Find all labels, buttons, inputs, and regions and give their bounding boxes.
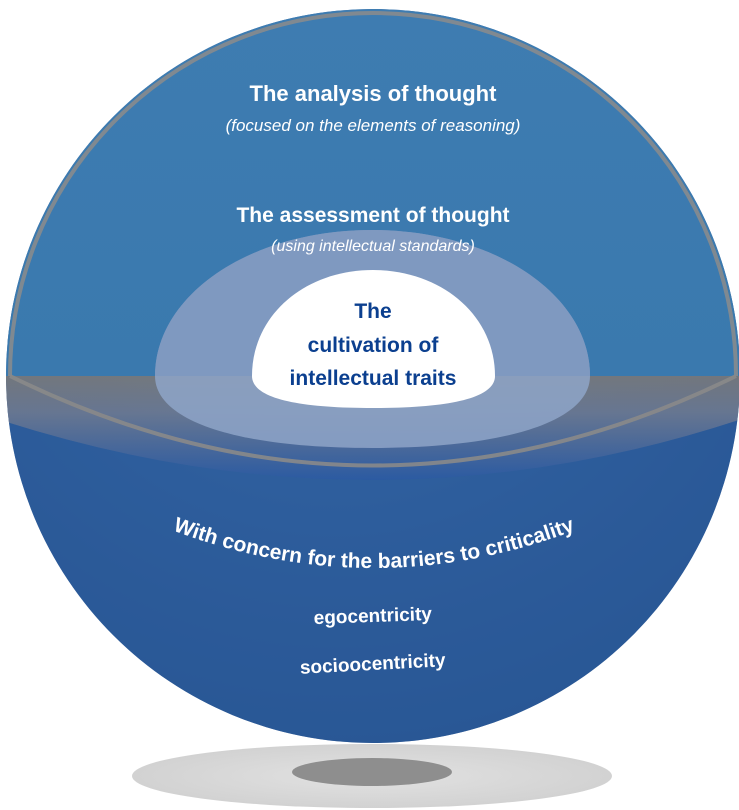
core-line-2: cultivation of <box>308 334 440 357</box>
middle-layer-subtitle: (using intellectual standards) <box>271 238 475 255</box>
sphere-rim <box>8 11 738 377</box>
cultivation-core <box>252 270 495 408</box>
barrier-egocentricity: egocentricity <box>313 604 432 629</box>
equator-rim <box>9 374 737 468</box>
middle-layer-title: The assessment of thought <box>236 204 509 227</box>
core-line-3: intellectual traits <box>290 367 457 390</box>
core-line-1: The <box>354 300 391 323</box>
outer-layer-subtitle: (focused on the elements of reasoning) <box>226 116 521 135</box>
outer-layer-title: The analysis of thought <box>250 81 498 106</box>
floor-shadow-inner <box>292 758 452 786</box>
